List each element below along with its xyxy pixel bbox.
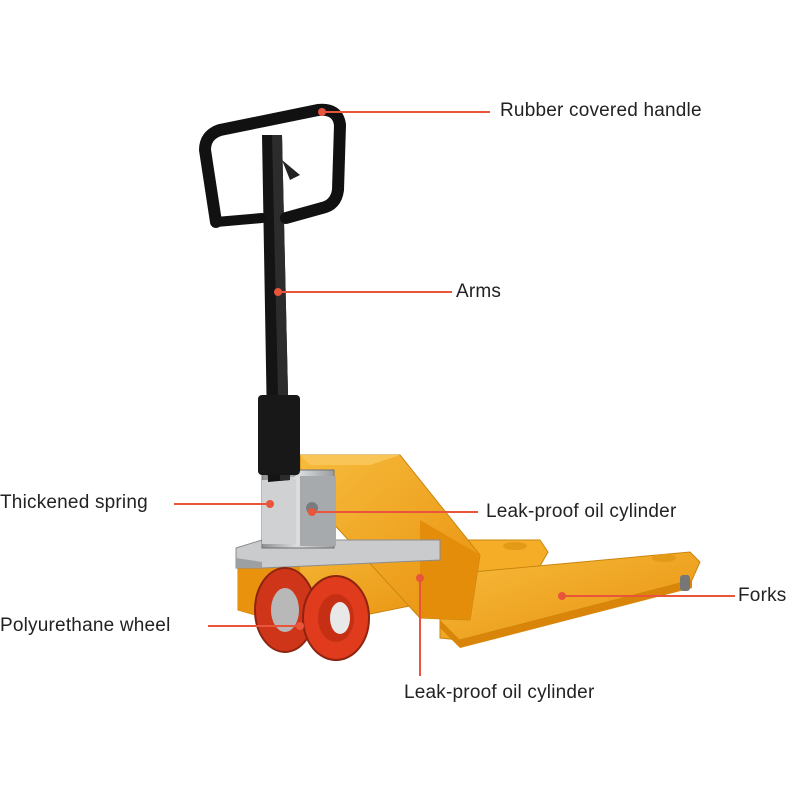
leader-dots: [266, 108, 566, 630]
label-cylinder-upper: Leak-proof oil cylinder: [486, 501, 677, 522]
polyurethane-wheels: [254, 567, 370, 661]
label-arms: Arms: [456, 281, 502, 302]
handle-arm: [258, 135, 300, 482]
hydraulic-pump: [261, 461, 336, 549]
label-cylinder-lower: Leak-proof oil cylinder: [404, 682, 595, 703]
label-wheel: Polyurethane wheel: [0, 615, 171, 636]
label-spring: Thickened spring: [0, 492, 148, 513]
leader-lines: [174, 111, 735, 676]
label-handle: Rubber covered handle: [500, 100, 702, 121]
label-forks: Forks: [738, 585, 787, 606]
fork-housing: [299, 454, 481, 621]
